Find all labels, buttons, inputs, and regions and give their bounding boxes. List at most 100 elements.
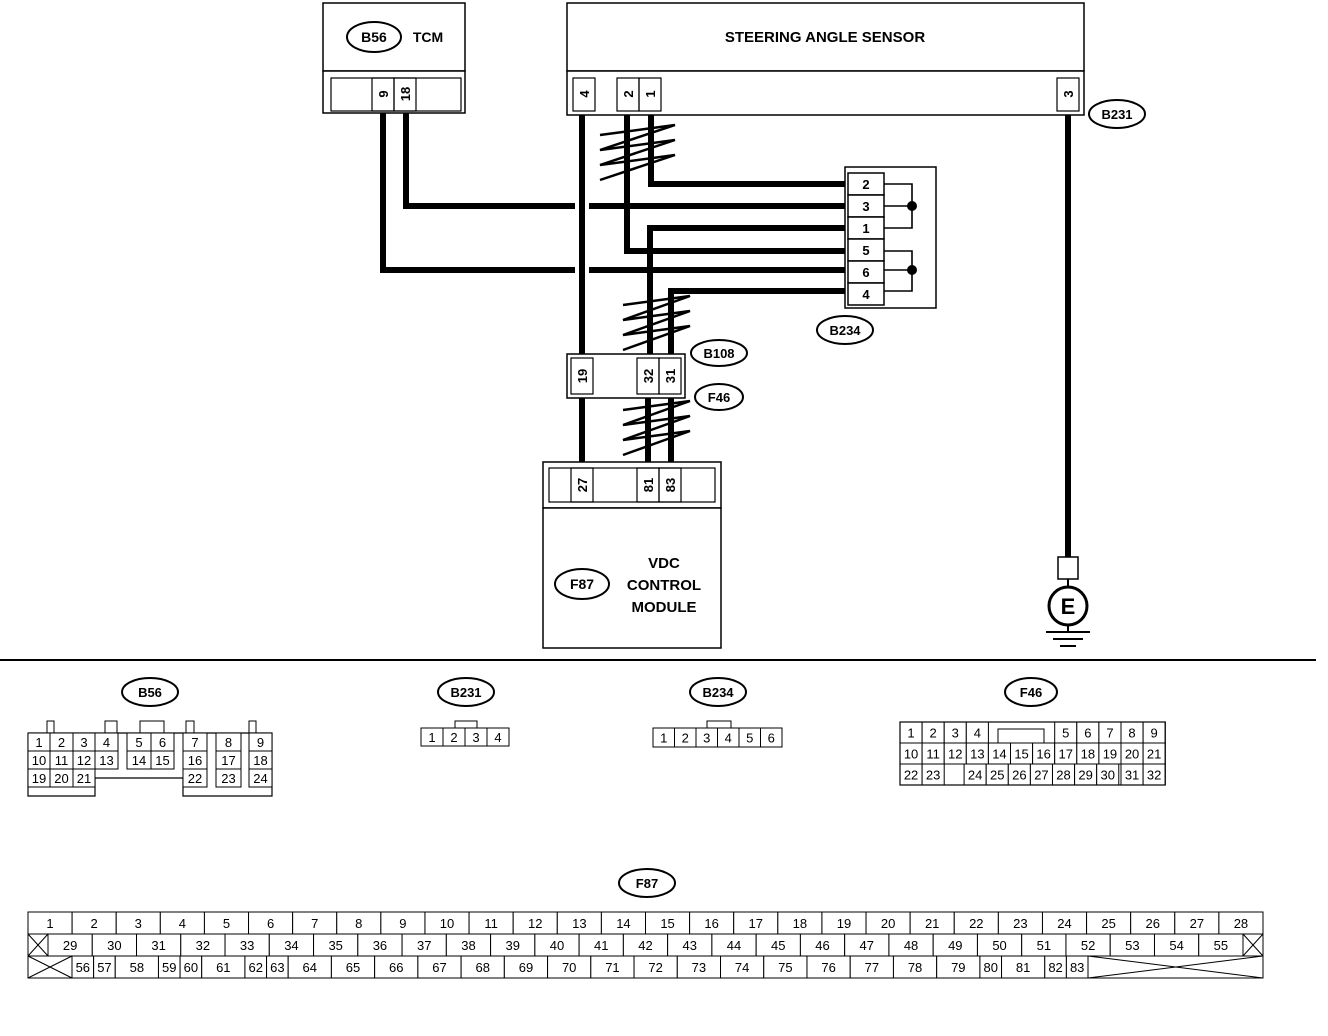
vdc-ref: F87 — [570, 576, 594, 592]
f46-view-pin-9: 9 — [1151, 726, 1158, 741]
b234-pin-6: 6 — [862, 265, 869, 280]
b234-view-pin-6: 6 — [768, 731, 775, 746]
f87-view-pin-21: 21 — [925, 916, 939, 931]
vdc-control-module: 27 81 83 F87 VDC CONTROL MODULE — [542, 461, 722, 649]
f87-view-pin-55: 55 — [1214, 938, 1228, 953]
b56-pin-20: 20 — [54, 771, 68, 786]
f87-view-pin-80: 80 — [983, 960, 997, 975]
f87-view-pin-23: 23 — [1013, 916, 1027, 931]
f87-view-pin-83: 83 — [1070, 960, 1084, 975]
b234-view-pin-4: 4 — [725, 731, 732, 746]
tcm-name: TCM — [413, 29, 443, 45]
f46-view-pin-12: 12 — [948, 747, 962, 762]
f87-view-pin-44: 44 — [727, 938, 741, 953]
f87-view-pin-26: 26 — [1145, 916, 1159, 931]
f87-view-pin-69: 69 — [519, 960, 533, 975]
f46-view-pin-23: 23 — [926, 768, 940, 783]
sas-pin-4: 4 — [577, 90, 592, 98]
b234-view-pin-1: 1 — [660, 731, 667, 746]
f87-view-pin-49: 49 — [948, 938, 962, 953]
f46-view-pin-31: 31 — [1125, 768, 1139, 783]
b231-view-ref: B231 — [450, 685, 481, 700]
steering-angle-sensor: STEERING ANGLE SENSOR 4 2 1 3 B231 — [566, 2, 1146, 129]
f46-view-pin-19: 19 — [1103, 747, 1117, 762]
f46-view-pin-26: 26 — [1012, 768, 1026, 783]
f87-view-pin-51: 51 — [1037, 938, 1051, 953]
f87-view-pin-54: 54 — [1169, 938, 1183, 953]
harness-wires — [380, 113, 1071, 557]
f46-view-pin-2: 2 — [930, 726, 937, 741]
b56-pin-6: 6 — [159, 735, 166, 750]
sas-pin-2: 2 — [621, 90, 636, 97]
vdc-name-line-1: VDC — [648, 555, 680, 572]
f87-view-pin-66: 66 — [389, 960, 403, 975]
f87-view-pin-24: 24 — [1057, 916, 1071, 931]
b56-pin-15: 15 — [155, 753, 169, 768]
b234-pin-5: 5 — [862, 243, 869, 258]
f87-view-ref: F87 — [636, 876, 658, 891]
b56-pin-14: 14 — [132, 753, 146, 768]
f87-view-pin-13: 13 — [572, 916, 586, 931]
f87-view-pin-47: 47 — [860, 938, 874, 953]
f87-view-pin-62: 62 — [249, 960, 263, 975]
f87-view-pin-40: 40 — [550, 938, 564, 953]
vdc-name-line-2: CONTROL — [627, 577, 701, 594]
b56-pin-9: 9 — [257, 735, 264, 750]
tcm-pin-9: 9 — [376, 90, 391, 97]
f87-view-pin-56: 56 — [76, 960, 90, 975]
f87-view-pin-28: 28 — [1234, 916, 1248, 931]
b231-pin-1: 1 — [428, 730, 435, 745]
f46-view-pin-22: 22 — [904, 768, 918, 783]
f46-view-pin-6: 6 — [1084, 726, 1091, 741]
f87-view-pin-68: 68 — [475, 960, 489, 975]
f46-ref: F46 — [708, 390, 730, 405]
f87-view-pin-38: 38 — [461, 938, 475, 953]
f87-view-pin-59: 59 — [162, 960, 176, 975]
tcm-connector-badge — [346, 21, 402, 53]
f87-view-pin-60: 60 — [184, 960, 198, 975]
f46-view-pin-10: 10 — [904, 747, 918, 762]
b234-pin-4: 4 — [862, 287, 870, 302]
b234-view-ref: B234 — [702, 685, 734, 700]
f87-view-pin-75: 75 — [778, 960, 792, 975]
f46-view-pin-18: 18 — [1081, 747, 1095, 762]
b56-pin-7: 7 — [191, 735, 198, 750]
b56-pin-23: 23 — [221, 771, 235, 786]
vdc-pin-27: 27 — [575, 478, 590, 492]
f87-view-pin-17: 17 — [749, 916, 763, 931]
f87-view-pin-42: 42 — [638, 938, 652, 953]
b108-f46-joint: 19 32 31 B108 F46 — [566, 339, 748, 411]
b234-badge — [816, 315, 874, 345]
f46-view-pin-27: 27 — [1034, 768, 1048, 783]
f87-view-pin-46: 46 — [815, 938, 829, 953]
tcm-pin-18: 18 — [398, 87, 413, 101]
vdc-badge — [554, 568, 610, 600]
f87-view-pin-5: 5 — [223, 916, 230, 931]
f46-view-pin-29: 29 — [1078, 768, 1092, 783]
b234-view-pin-3: 3 — [703, 731, 710, 746]
b56-pin-24: 24 — [253, 771, 267, 786]
f87-view-pin-76: 76 — [821, 960, 835, 975]
f87-view-pin-72: 72 — [648, 960, 662, 975]
b234-pin-2: 2 — [862, 177, 869, 192]
f46-view-pin-30: 30 — [1101, 768, 1115, 783]
b56-pin-11: 11 — [55, 753, 69, 768]
f46-view-pin-16: 16 — [1036, 747, 1050, 762]
b56-pin-10: 10 — [32, 753, 46, 768]
f46-badge — [694, 383, 744, 411]
f87-view-pin-39: 39 — [505, 938, 519, 953]
tcm-module: B56 TCM 9 18 — [322, 2, 466, 114]
b234-view-pin-5: 5 — [746, 731, 753, 746]
f87-view-pin-81: 81 — [1016, 960, 1030, 975]
f46-view-pin-32: 32 — [1147, 768, 1161, 783]
twisted-pair-middle — [622, 294, 691, 352]
f87-view-pin-45: 45 — [771, 938, 785, 953]
f87-view-pin-33: 33 — [240, 938, 254, 953]
f46-view-pin-1: 1 — [907, 726, 914, 741]
f87-view-pin-4: 4 — [179, 916, 186, 931]
f87-view-pin-82: 82 — [1048, 960, 1062, 975]
f46-view-pin-5: 5 — [1062, 726, 1069, 741]
